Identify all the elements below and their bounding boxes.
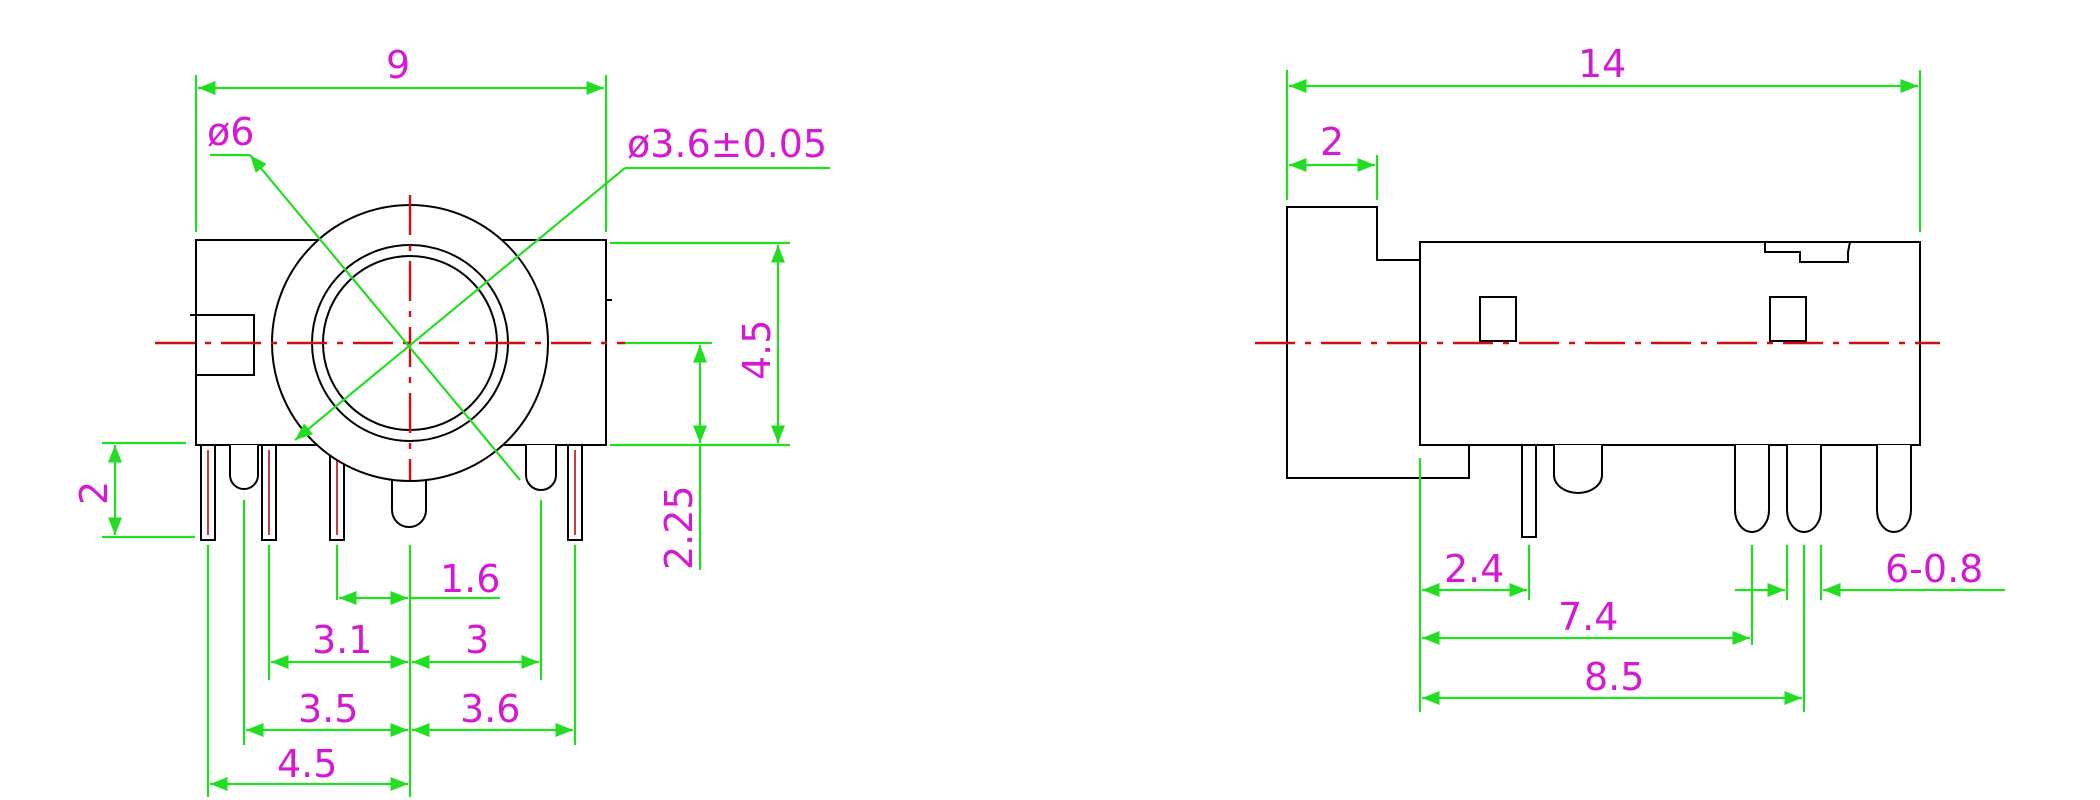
dim-outer-diameter: ø6: [207, 110, 254, 154]
side-flange: [1286, 206, 1470, 479]
side-window-right: [1769, 296, 1807, 342]
front-key-notch: [195, 314, 255, 376]
dim-pin-length-2: 2: [72, 481, 116, 505]
dim-pitch-3-5: 3.5: [298, 687, 358, 731]
dim-pitch-1-6: 1.6: [440, 557, 500, 601]
dim-hole-diameter: ø3.6±0.05: [627, 122, 827, 166]
dim-2-4: 2.4: [1444, 547, 1504, 591]
dim-pitch-3-1: 3.1: [312, 618, 372, 662]
dim-length-14: 14: [1578, 42, 1626, 86]
dim-width-9: 9: [386, 43, 410, 87]
side-view: 14 2 2.4 7.4 8.5 6-0.8: [1255, 42, 2005, 712]
front-view: 9 ø6 ø3.6±0.05 4.5 2.25 2 1.6 3.1 3 3.5 …: [72, 43, 830, 797]
dim-pin-note: 6-0.8: [1885, 547, 1983, 591]
side-pins: [1521, 444, 1912, 538]
side-window-left: [1479, 296, 1517, 342]
dim-pitch-3: 3: [465, 618, 489, 662]
dim-8-5: 8.5: [1584, 655, 1644, 699]
dim-height-4-5: 4.5: [735, 320, 779, 380]
dim-pitch-4-5: 4.5: [277, 742, 337, 786]
dim-pitch-3-6: 3.6: [460, 687, 520, 731]
dim-7-4: 7.4: [1558, 595, 1618, 639]
dim-flange-2: 2: [1320, 120, 1344, 164]
dim-center-2-25: 2.25: [657, 485, 701, 570]
